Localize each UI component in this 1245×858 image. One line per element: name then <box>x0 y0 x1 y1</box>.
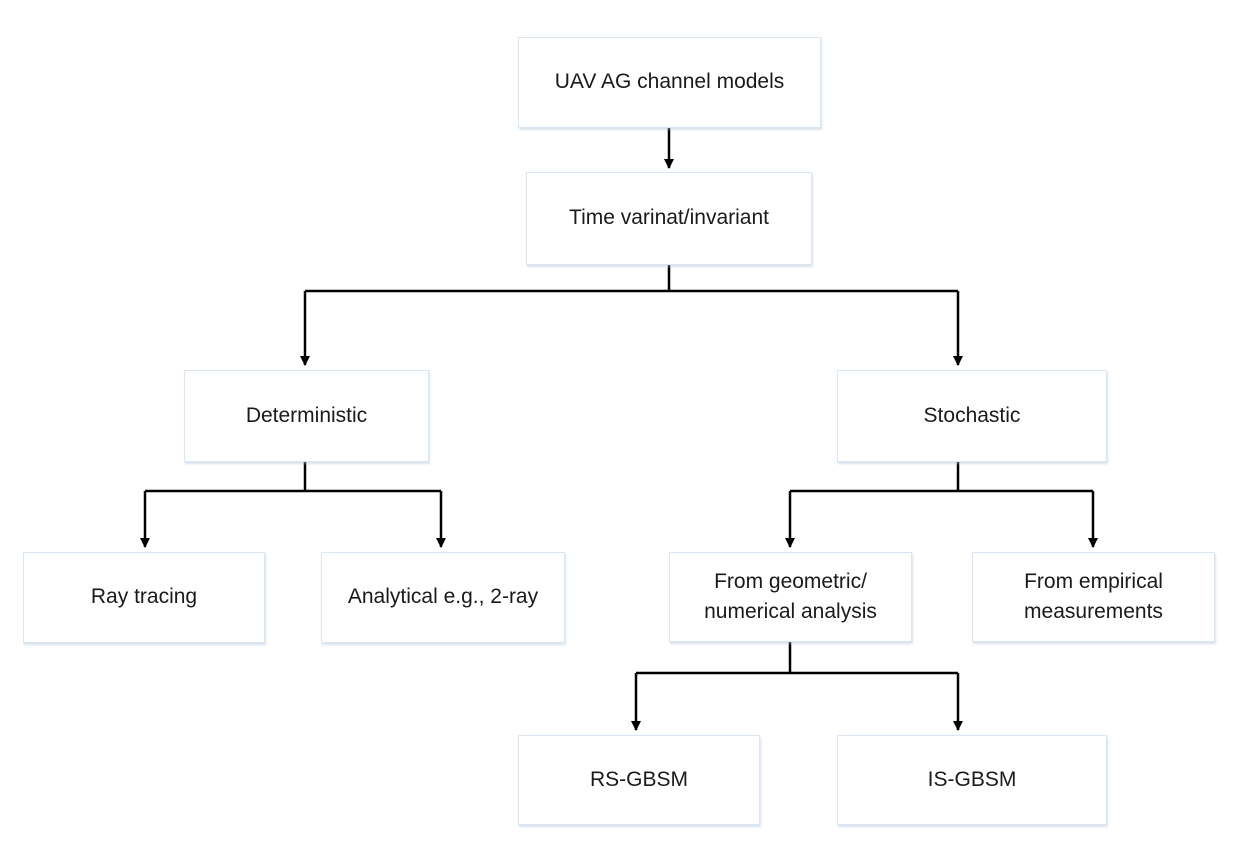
node-label: UAV AG channel models <box>554 70 785 94</box>
edge-geometric-branch <box>636 642 958 675</box>
node-geometric-numerical-analysis: From geometric/ numerical analysis <box>669 552 912 642</box>
edge-stochastic-branch <box>790 462 1093 493</box>
node-label-line-2: measurements <box>1024 600 1163 623</box>
node-label: Stochastic <box>923 403 1021 427</box>
edge-time-branch <box>305 265 958 293</box>
node-rs-gbsm: RS-GBSM <box>518 735 760 825</box>
node-label: Ray tracing <box>90 585 198 609</box>
node-label: RS-GBSM <box>589 767 688 791</box>
node-is-gbsm: IS-GBSM <box>837 735 1107 825</box>
node-deterministic: Deterministic <box>184 370 429 462</box>
node-stochastic: Stochastic <box>837 370 1107 462</box>
node-label-line-1: From geometric/ <box>714 569 867 593</box>
edge-deterministic-branch <box>145 462 441 493</box>
node-empirical-measurements: From empirical measurements <box>972 552 1215 642</box>
node-label: Time varinat/invariant <box>569 206 769 230</box>
node-label: IS-GBSM <box>927 767 1017 791</box>
node-label: Analytical e.g., 2-ray <box>347 585 539 609</box>
node-uav-ag-channel-models: UAV AG channel models <box>518 37 821 128</box>
node-label-line-1: From empirical <box>1024 569 1163 593</box>
node-analytical: Analytical e.g., 2-ray <box>321 552 565 643</box>
node-ray-tracing: Ray tracing <box>23 552 265 643</box>
node-label-line-2: numerical analysis <box>704 600 877 623</box>
node-label: Deterministic <box>245 403 368 427</box>
node-time-variant-invariant: Time varinat/invariant <box>526 172 812 265</box>
